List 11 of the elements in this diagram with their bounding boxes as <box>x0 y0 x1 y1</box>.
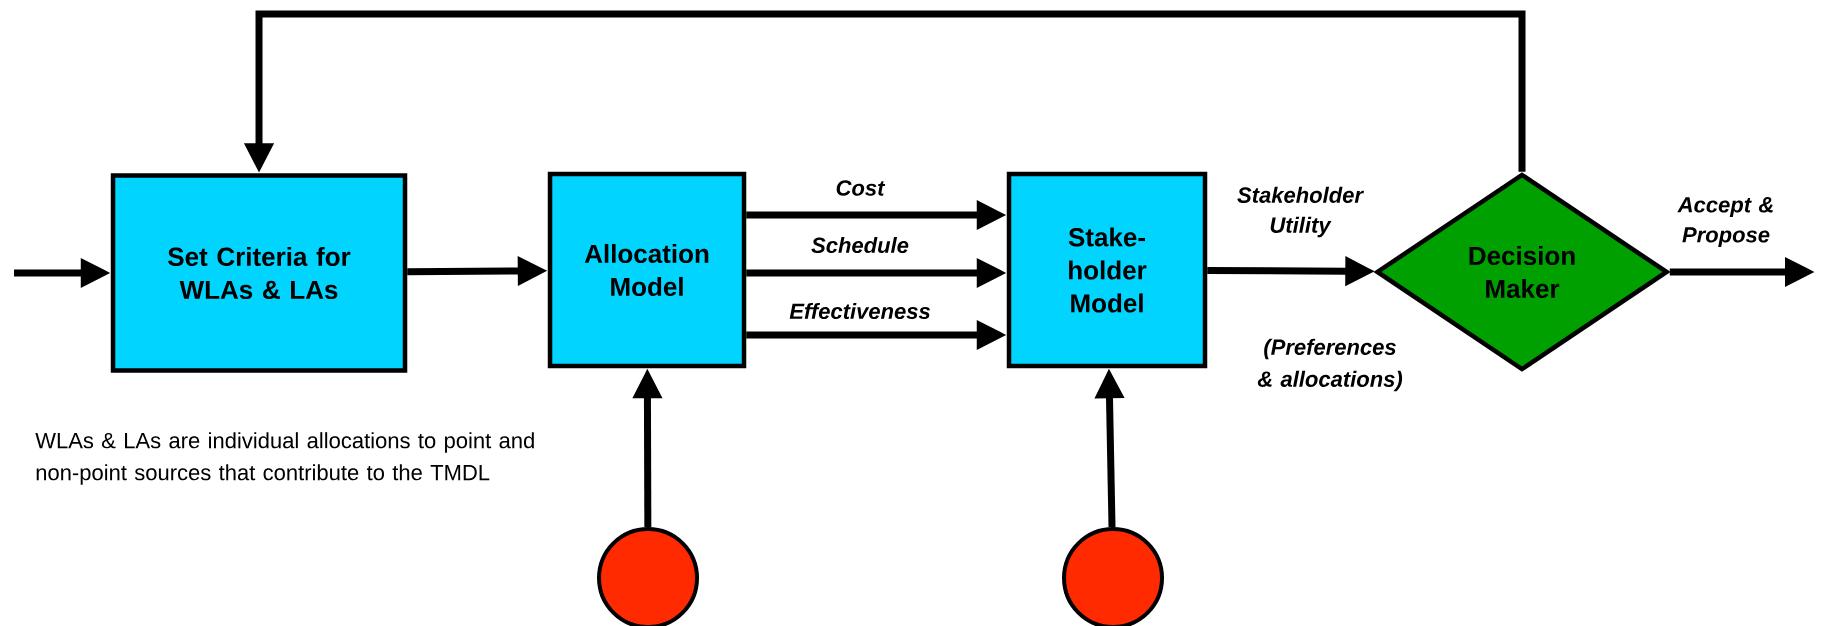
edge-label: Stakeholder Utility <box>1237 186 1364 238</box>
input-circle <box>597 527 699 626</box>
edge-label: Schedule <box>811 236 909 254</box>
input-circle <box>1062 527 1164 626</box>
process-box: Stake- holder Model <box>1006 171 1208 369</box>
edge-label: Effectiveness <box>789 302 930 320</box>
edge-label: Cost <box>836 180 886 196</box>
edge-label: Accept & Propose <box>1677 197 1773 247</box>
note-text: WLAs & LAs are individual allocations to point and non-point sources that contribute to the TMDL <box>35 432 534 485</box>
process-box: Allocation Model <box>547 171 747 369</box>
process-box: Set Criteria for WLAs & LAs <box>110 173 408 373</box>
